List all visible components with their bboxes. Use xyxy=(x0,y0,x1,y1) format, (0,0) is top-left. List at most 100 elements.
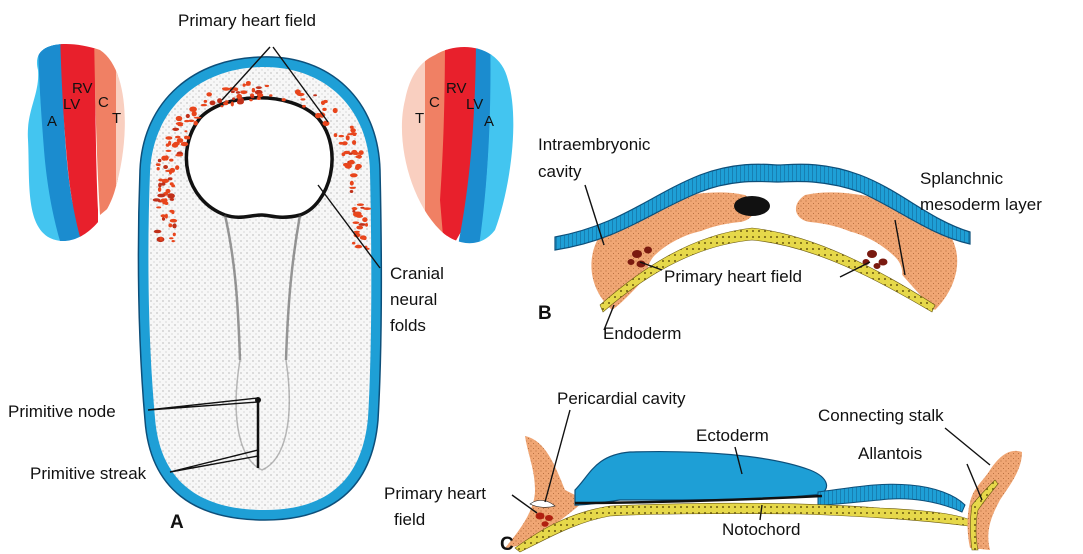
heart-field-speckle xyxy=(352,207,358,210)
heart-field-speckle xyxy=(356,155,363,158)
heart-field-speckle xyxy=(282,98,286,101)
label-cranial: Cranial xyxy=(390,264,444,283)
heart-field-speckle xyxy=(184,136,189,140)
heart-field-speckle xyxy=(194,121,198,126)
label-splanchnic: Splanchnic xyxy=(920,169,1004,188)
heart-field-speckle xyxy=(204,100,208,103)
label-primitive-node: Primitive node xyxy=(8,402,116,421)
heart-field-speckle xyxy=(345,163,352,169)
heart-field-speckle xyxy=(321,101,325,105)
heart-field-speckle xyxy=(353,152,360,155)
heart-field-speckle xyxy=(166,150,172,152)
heart-field-speckle xyxy=(172,240,175,242)
heart-field-speckle xyxy=(365,223,368,227)
heart-field-speckle xyxy=(188,120,194,123)
left-heart-tube-schematic: A LV RV C T xyxy=(0,30,156,270)
heart-field-speckle xyxy=(231,90,235,93)
heart-field-speckle xyxy=(210,101,216,106)
heart-field-speckle xyxy=(350,173,358,177)
label-connecting-stalk: Connecting stalk xyxy=(818,406,944,425)
heart-field-speckle xyxy=(163,165,168,169)
cranial-neural-folds xyxy=(186,98,332,217)
segment-label-c: C xyxy=(98,94,109,111)
heart-field-speckle xyxy=(357,203,364,206)
heart-field-speckle xyxy=(353,212,359,217)
segment-label-lv: LV xyxy=(466,96,483,113)
heart-field-speckle xyxy=(169,237,173,239)
heart-field-speckle xyxy=(167,193,175,198)
panel-label-b: B xyxy=(538,303,552,324)
heart-field-speckle xyxy=(165,136,172,140)
heart-field-speckle xyxy=(256,86,262,89)
heart-field-speckle xyxy=(186,114,190,118)
heart-field-speckle xyxy=(236,91,240,94)
heart-field-speckle xyxy=(257,97,261,100)
heart-field-speckle xyxy=(352,140,356,145)
heart-field-speckle xyxy=(350,190,354,193)
heart-field-speckle xyxy=(171,210,174,214)
segment-label-a: A xyxy=(484,113,494,130)
heart-field-speckle xyxy=(170,198,174,200)
heart-field-speckle xyxy=(162,201,168,204)
heart-field-speckle xyxy=(178,124,183,126)
label-allantois: Allantois xyxy=(858,444,922,463)
heart-field-speckle xyxy=(158,159,162,163)
heart-field-speckle xyxy=(164,155,168,160)
heart-field-speckle xyxy=(220,105,223,107)
heart-field-speckle xyxy=(269,94,272,96)
panel-label-c: C xyxy=(500,534,514,554)
heart-field-speckle xyxy=(360,235,367,239)
heart-field-speckle xyxy=(342,141,348,145)
heart-field-speckle xyxy=(172,224,176,229)
heart-field-speckle xyxy=(173,233,176,237)
heart-field-speckle xyxy=(257,93,263,97)
heart-field-speckle xyxy=(362,217,367,222)
heart-field-speckle xyxy=(160,237,163,241)
truncus-segment xyxy=(395,30,430,260)
heart-field-speckle xyxy=(346,135,350,140)
heart-field-speckle xyxy=(175,165,179,170)
heart-field-speckle xyxy=(175,136,181,139)
heart-field-speckle xyxy=(353,221,360,224)
heart-field-speckle xyxy=(359,150,364,155)
heart-field-speckle xyxy=(206,92,212,96)
heart-field-speckle xyxy=(313,94,317,96)
heart-field-speckle xyxy=(234,88,238,91)
heart-field-speckle xyxy=(176,116,183,121)
heart-field-speckle xyxy=(251,96,255,98)
segment-label-rv: RV xyxy=(446,80,467,97)
heart-field-speckle xyxy=(222,87,229,90)
heart-field-speckle xyxy=(170,182,174,185)
heart-field-speckle xyxy=(161,214,166,217)
label-primary-heart-field-b: Primary heart field xyxy=(664,267,802,286)
label-primary-heart: Primary heart xyxy=(384,484,486,503)
label-intraembryonic: Intraembryonic xyxy=(538,135,651,154)
heart-field-speckle xyxy=(297,93,305,96)
panel-b-transverse-section: Intraembryonic cavity Splanchnic mesoder… xyxy=(538,135,1042,343)
heart-field-speckle xyxy=(223,102,228,105)
heart-field-speckle xyxy=(322,108,326,111)
heart-field-speckle xyxy=(177,138,184,143)
heart-field-speckle xyxy=(240,90,247,94)
heart-field-speckle xyxy=(175,154,183,157)
heart-field-speckle xyxy=(252,88,255,93)
heart-field-speckle xyxy=(156,206,161,208)
heart-field-speckle xyxy=(217,98,222,103)
right-heart-tube-schematic: T C RV LV A xyxy=(395,30,520,270)
heart-field-speckle xyxy=(169,169,172,174)
heart-field-speckle xyxy=(352,242,355,245)
heart-field-speckle xyxy=(168,177,173,180)
label-mesoderm-layer: mesoderm layer xyxy=(920,195,1042,214)
heart-field-speckle xyxy=(161,182,166,186)
heart-field-speckle xyxy=(156,163,161,166)
heart-field-speckle xyxy=(232,97,235,100)
heart-field-speckle xyxy=(243,83,246,86)
segment-label-c: C xyxy=(429,94,440,111)
heart-field-speckle xyxy=(181,142,188,146)
heart-field-speckle xyxy=(184,130,187,132)
label-endoderm: Endoderm xyxy=(603,324,681,343)
heart-field-speckle xyxy=(231,102,234,107)
heart-field-speckle xyxy=(189,107,197,112)
heart-field-speckle xyxy=(157,194,165,198)
heart-field-speckle xyxy=(162,217,165,221)
